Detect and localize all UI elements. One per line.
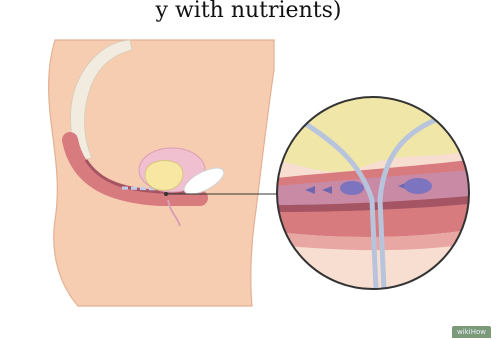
inset-blob-1	[340, 181, 364, 195]
connector-dot	[164, 192, 168, 196]
bladder-shape	[145, 161, 183, 191]
watermark-badge: wikiHow	[452, 326, 491, 338]
inset-blob-2	[404, 178, 432, 194]
